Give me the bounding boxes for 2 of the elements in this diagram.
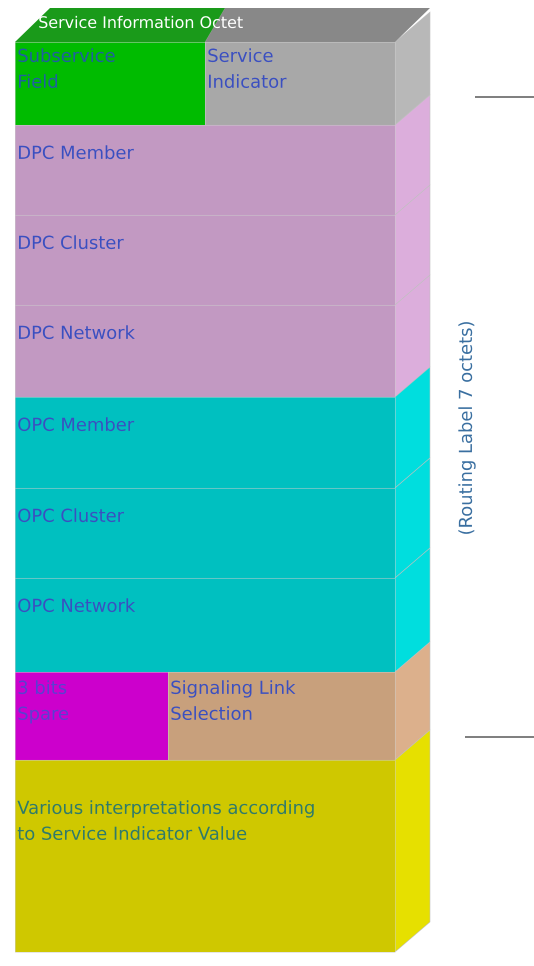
side-label: (Routing Label 7 octets) [458,322,476,534]
field-block: 3 bits Spare [15,672,168,760]
